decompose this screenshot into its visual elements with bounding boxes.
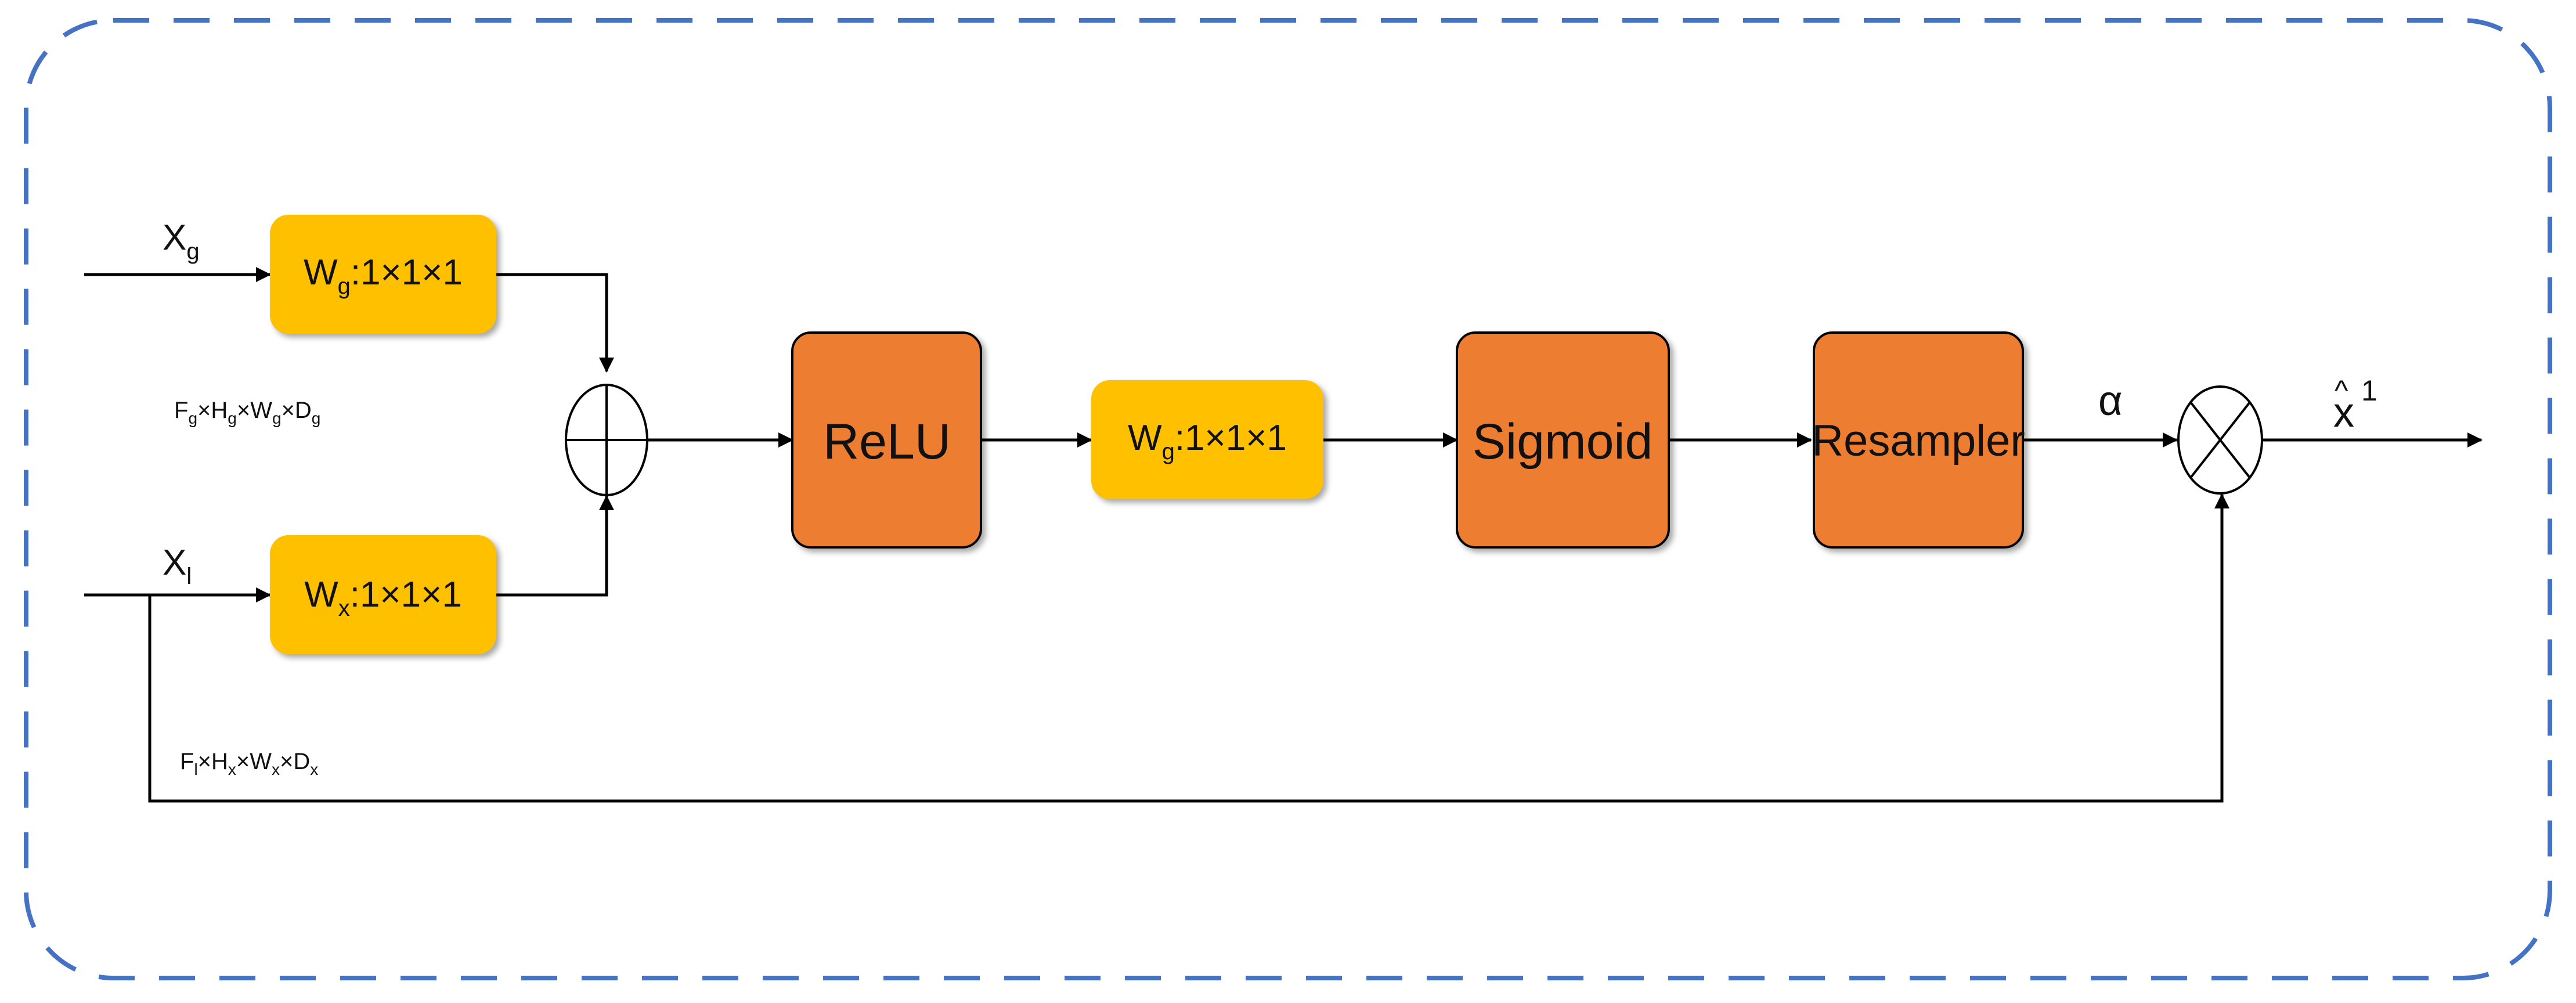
- circle-plus-icon: [565, 384, 648, 496]
- wg-mid-label: Wg:1×1×1: [1128, 418, 1287, 464]
- alpha-label: α: [2098, 378, 2123, 424]
- x-dims-label: Fl×Hx×Wx×Dx: [180, 749, 318, 778]
- skip-connection-line: [148, 493, 2229, 803]
- dashed-frame: [24, 18, 2552, 980]
- wg-top-label: Wg:1×1×1: [304, 252, 463, 299]
- g-dims-label: Fg×Hg×Wg×Dg: [174, 398, 320, 427]
- wx-box: [270, 535, 496, 654]
- sigmoid-box: [1456, 331, 1670, 549]
- wg-to-add-line: [496, 273, 614, 373]
- resampler-label: Resampler: [1812, 416, 2025, 466]
- xl-input-label: Xl: [163, 543, 192, 589]
- wg-mid-box: [1091, 380, 1323, 499]
- circle-times-icon: [2177, 385, 2263, 495]
- output-label: x ^ 1: [2333, 374, 2377, 436]
- svg-text:^: ^: [2335, 374, 2348, 407]
- relu-box: [791, 331, 982, 549]
- relu-label: ReLU: [823, 414, 951, 470]
- wx-to-add-line: [496, 495, 614, 597]
- sigmoid-label: Sigmoid: [1473, 414, 1653, 470]
- xg-input-label: Xg: [163, 218, 200, 264]
- svg-text:1: 1: [2361, 374, 2377, 407]
- wx-label: Wx:1×1×1: [304, 575, 462, 621]
- svg-text:x: x: [2333, 389, 2354, 436]
- resampler-box: [1813, 331, 2024, 549]
- wg-top-box: [270, 215, 496, 334]
